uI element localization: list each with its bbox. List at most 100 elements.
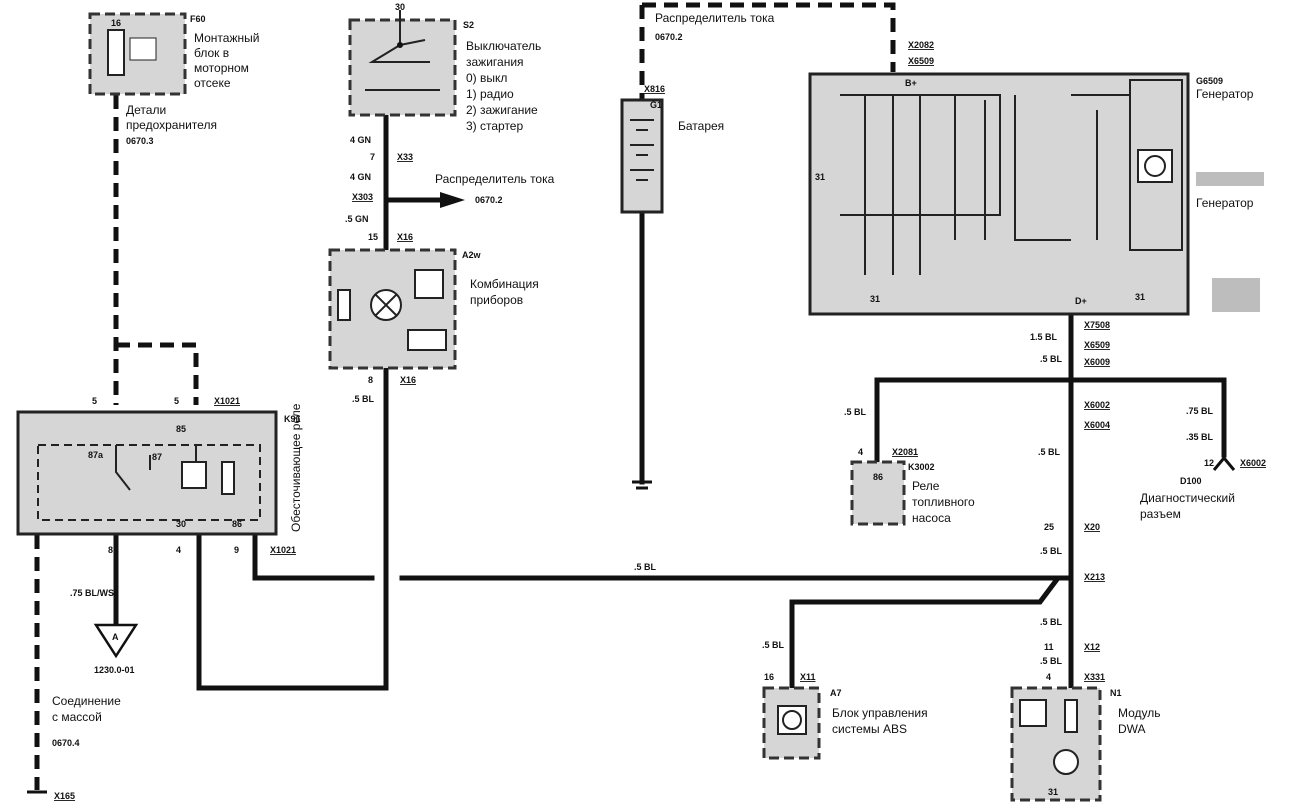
k91-top-pin1: 5 — [92, 396, 97, 406]
ground-ref-icon — [93, 623, 139, 659]
gen-top-conn2: X6509 — [908, 56, 934, 66]
a2w-out-conn: X16 — [400, 375, 416, 385]
d100-id: D100 — [1180, 476, 1202, 486]
k3002-conn: X2081 — [892, 447, 918, 457]
ground-conn-line1: Соединение — [52, 694, 121, 708]
wire-main-bus — [399, 575, 1063, 691]
gen-out-conn2: X6509 — [1084, 340, 1110, 350]
battery-label: Батарея — [678, 119, 724, 133]
k91-top-conn: X1021 — [214, 396, 240, 406]
a2w-in-conn: X16 — [397, 232, 413, 242]
gen-terminal-b: B+ — [905, 78, 917, 88]
wire-a2w-loop — [196, 367, 389, 691]
ground-ref-code: 1230.0-01 — [94, 665, 135, 675]
k91-pin-87: 87 — [152, 452, 162, 462]
s2-pos0: 0) выкл — [466, 71, 507, 85]
f60-line3: моторном — [194, 61, 249, 75]
k3002-line2: топливного — [912, 495, 975, 509]
wire-k91-pin9 — [252, 532, 375, 581]
a7-line1: Блок управления — [832, 706, 928, 720]
k3002-box — [850, 460, 906, 526]
d100-line1: Диагностический — [1140, 491, 1235, 505]
f60-id: F60 — [190, 14, 206, 24]
n1-transistor-icon — [1053, 749, 1079, 775]
s2-line2: зажигания — [466, 55, 524, 69]
fuse-details-line2: предохранителя — [126, 118, 217, 132]
a2w-id: A2w — [462, 250, 482, 260]
gen-gray-tag — [1196, 172, 1264, 186]
gen-top-conn1: X2082 — [908, 40, 934, 50]
gen-ground1: 31 — [815, 172, 825, 182]
gen-lamp-circle — [1144, 155, 1166, 177]
k91-label: Обесточивающее реле — [289, 403, 303, 532]
battery-icon — [630, 119, 654, 181]
s2-connector: X33 — [397, 152, 413, 162]
warning-lamp-cross — [374, 293, 398, 317]
top-dist-ref: 0670.2 — [655, 32, 683, 42]
k91-pin-85: 85 — [176, 424, 186, 434]
k91-pin-86: 86 — [232, 519, 242, 529]
right-conn2: X6004 — [1084, 420, 1110, 430]
right-wire: .5 BL — [1038, 447, 1061, 457]
a2w-in-pin: 15 — [368, 232, 378, 242]
mid-wire-conn: X303 — [352, 192, 373, 202]
a2w-line1: Комбинация — [470, 277, 539, 291]
k3002-pin-86: 86 — [873, 472, 883, 482]
a7-id: A7 — [830, 688, 842, 698]
d100-pin: 12 — [1204, 458, 1214, 468]
d100-conn: X6002 — [1240, 458, 1266, 468]
a2w-display-icon — [414, 269, 444, 299]
n1-module-icon — [1019, 699, 1047, 727]
n1-ground: 31 — [1048, 787, 1058, 797]
fuse-details-ref: 0670.3 — [126, 136, 154, 146]
k91-inner — [37, 444, 261, 521]
k91-id: K91 — [284, 414, 301, 424]
wire-gen-horizontal — [874, 377, 1227, 458]
n1-line1: Модуль — [1118, 706, 1161, 720]
mid-dist-ref: 0670.2 — [475, 195, 503, 205]
gen-mid-wire: .5 BL — [1040, 354, 1063, 364]
k91-bot-pin1: 8 — [108, 545, 113, 555]
n1-conn: X331 — [1084, 672, 1105, 682]
k91-pin-30: 30 — [176, 519, 186, 529]
f60-line2: блок в — [194, 46, 229, 60]
a2w-out-wire: .5 BL — [352, 394, 375, 404]
wire-top-dist — [642, 2, 896, 72]
right-conn1: X6002 — [1084, 400, 1110, 410]
relay-coil-icon — [181, 461, 207, 489]
a2w-in-wire: .5 GN — [345, 214, 369, 224]
a7-conn: X11 — [800, 672, 816, 682]
mid-dist-label: Распределитель тока — [435, 172, 555, 186]
s2-pos1: 1) радио — [466, 87, 514, 101]
gen-out-conn: X7508 — [1084, 320, 1110, 330]
x20-pin: 25 — [1044, 522, 1054, 532]
x20-conn: X20 — [1084, 522, 1100, 532]
ground-ref-letter: A — [112, 632, 119, 642]
relay-contact-icon — [115, 445, 197, 491]
n1-id: N1 — [1110, 688, 1122, 698]
s2-terminal: 30 — [395, 2, 405, 12]
gen-ground3: 31 — [1135, 292, 1145, 302]
a7-wire: .5 BL — [762, 640, 785, 650]
n1-line2: DWA — [1118, 722, 1146, 736]
n1-resistor-icon — [1064, 699, 1078, 733]
d100-wire2: .35 BL — [1186, 432, 1214, 442]
arrow-mid-dist — [440, 192, 465, 208]
x12-wire: .5 BL — [1040, 617, 1063, 627]
x12-wire2: .5 BL — [1040, 656, 1063, 666]
s2-line1: Выключатель — [466, 39, 541, 53]
d100-line2: разъем — [1140, 507, 1181, 521]
k91-box — [16, 410, 278, 536]
k3002-line3: насоса — [912, 511, 951, 525]
gen-lamp-icon — [1137, 149, 1173, 183]
a7-line2: системы ABS — [832, 722, 907, 736]
gen-terminal-d: D+ — [1075, 296, 1087, 306]
x20-wire: .5 BL — [1040, 546, 1063, 556]
a7-pin: 16 — [764, 672, 774, 682]
x12-conn: X12 — [1084, 642, 1100, 652]
f60-line4: отсеке — [194, 76, 231, 90]
n1-pin: 4 — [1046, 672, 1051, 682]
x12-pin: 11 — [1044, 642, 1054, 652]
k3002-line1: Реле — [912, 479, 940, 493]
